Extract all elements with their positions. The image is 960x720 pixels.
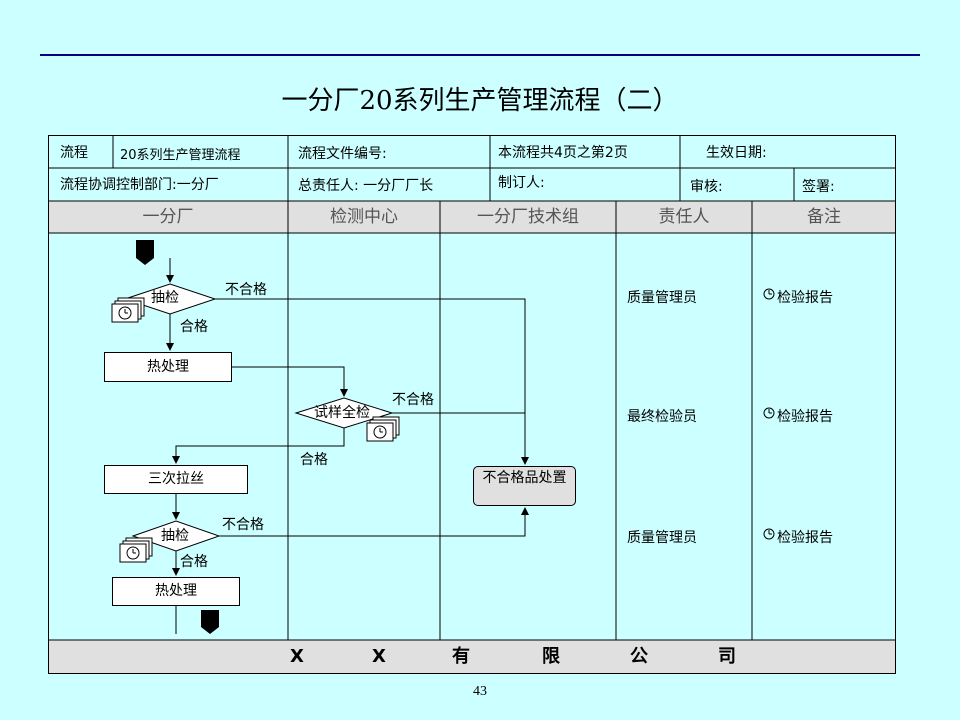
top-rule <box>40 54 920 56</box>
lane-header-band <box>48 201 896 233</box>
lane-header-testing: 检测中心 <box>330 207 398 227</box>
page-number: 43 <box>473 684 487 699</box>
responsible-1: 质量管理员 <box>627 290 697 306</box>
footer-char-1: X <box>290 646 304 667</box>
responsible-2: 最终检验员 <box>627 409 697 425</box>
doc-icon-1 <box>111 297 145 323</box>
pass2-label: 合格 <box>300 452 328 468</box>
doc-icon-2 <box>366 416 400 442</box>
author-label: 制订人: <box>498 175 545 191</box>
heat1-box: 热处理 <box>104 352 232 382</box>
draw3-box: 三次拉丝 <box>104 465 248 494</box>
remark-1: 检验报告 <box>777 290 833 306</box>
process-label: 流程 <box>60 145 88 161</box>
end-marker <box>201 610 219 634</box>
fail2-label: 不合格 <box>392 392 434 408</box>
reject-handle-box: 不合格品处置 <box>473 466 576 506</box>
lane-header-tech: 一分厂技术组 <box>477 207 579 227</box>
lane-header-factory: 一分厂 <box>142 207 194 227</box>
start-marker <box>136 240 154 265</box>
pass3-label: 合格 <box>180 554 208 570</box>
footer-char-6: 司 <box>718 646 736 667</box>
footer-char-2: X <box>372 646 386 667</box>
inspect1-label: 抽检 <box>151 290 179 306</box>
footer-char-3: 有 <box>452 646 470 667</box>
fail1-label: 不合格 <box>225 282 267 298</box>
footer-band <box>48 640 896 674</box>
inspect2-label: 抽检 <box>161 528 189 544</box>
table-grid <box>48 135 896 641</box>
process-name: 20系列生产管理流程 <box>120 148 241 163</box>
fail3-label: 不合格 <box>222 517 264 533</box>
process-table-frame <box>48 135 896 674</box>
page-info: 本流程共4页之第2页 <box>498 145 628 161</box>
effective-date-label: 生效日期: <box>706 145 767 161</box>
heat2-box: 热处理 <box>112 577 240 606</box>
coord-dept: 流程协调控制部门:一分厂 <box>60 177 219 193</box>
remark-3: 检验报告 <box>777 530 833 546</box>
remark-2: 检验报告 <box>777 409 833 425</box>
page-title: 一分厂20系列生产管理流程（二） <box>281 86 679 116</box>
pass1-label: 合格 <box>180 319 208 335</box>
footer-char-4: 限 <box>542 646 560 667</box>
doc-no-label: 流程文件编号: <box>298 146 387 162</box>
review-label: 审核: <box>690 179 723 195</box>
sign-label: 签署: <box>802 179 835 195</box>
doc-icon-3 <box>119 537 153 563</box>
sample-full-label: 试样全检 <box>314 405 370 421</box>
process-owner: 总责任人: 一分厂厂长 <box>298 178 434 194</box>
footer-char-5: 公 <box>630 646 648 667</box>
responsible-3: 质量管理员 <box>627 530 697 546</box>
lane-header-remarks: 备注 <box>807 207 841 227</box>
lane-header-responsible: 责任人 <box>658 207 710 227</box>
